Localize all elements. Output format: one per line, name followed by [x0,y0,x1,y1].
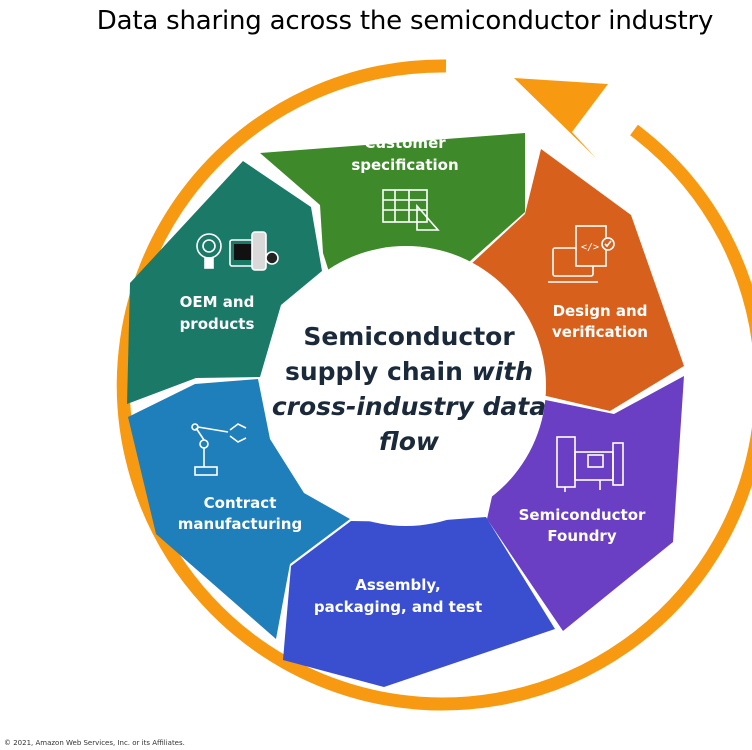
smart-devices-icon [196,231,279,271]
svg-text:</>: </> [581,242,599,253]
fab-equipment-icon [556,436,624,492]
label-foundry-line1: Semiconductor [519,506,646,524]
label-foundry-line2: Foundry [547,527,616,545]
center-line-1: Semiconductor [303,322,515,351]
segment-assembly-packaging-test [283,517,555,687]
segment-oem-products [127,161,322,404]
copyright-notice: © 2021, Amazon Web Services, Inc. or its… [4,739,185,747]
center-circle [266,246,546,526]
cycle-arrowhead [514,78,608,158]
segment-customer-specification [260,133,525,275]
code-document-laptop-icon: </> [548,225,615,283]
diagram-title: Data sharing across the semiconductor in… [96,6,714,36]
cycle-arrow-ring [116,59,752,711]
blueprint-icon [382,189,440,231]
robot-arm-icon [191,423,247,476]
center-line-2: supply chain with [285,357,533,386]
center-line-4: flow [379,427,440,456]
label-oem-line2: products [180,315,255,333]
label-assembly-line2: packaging, and test [314,598,482,616]
segment-contract-manufacturing [128,379,350,639]
label-customer-line1: Customer [364,134,446,152]
label-customer-line2: specification [351,156,458,174]
label-design-line2: verification [552,323,648,341]
label-oem-line1: OEM and [180,293,255,311]
segment-semiconductor-foundry [487,376,684,631]
center-line-3: cross-industry data [272,392,546,421]
label-contract-line1: Contract [204,494,277,512]
label-contract-line2: manufacturing [178,515,302,533]
label-design-line1: Design and [553,302,648,320]
label-assembly-line1: Assembly, [355,576,440,594]
